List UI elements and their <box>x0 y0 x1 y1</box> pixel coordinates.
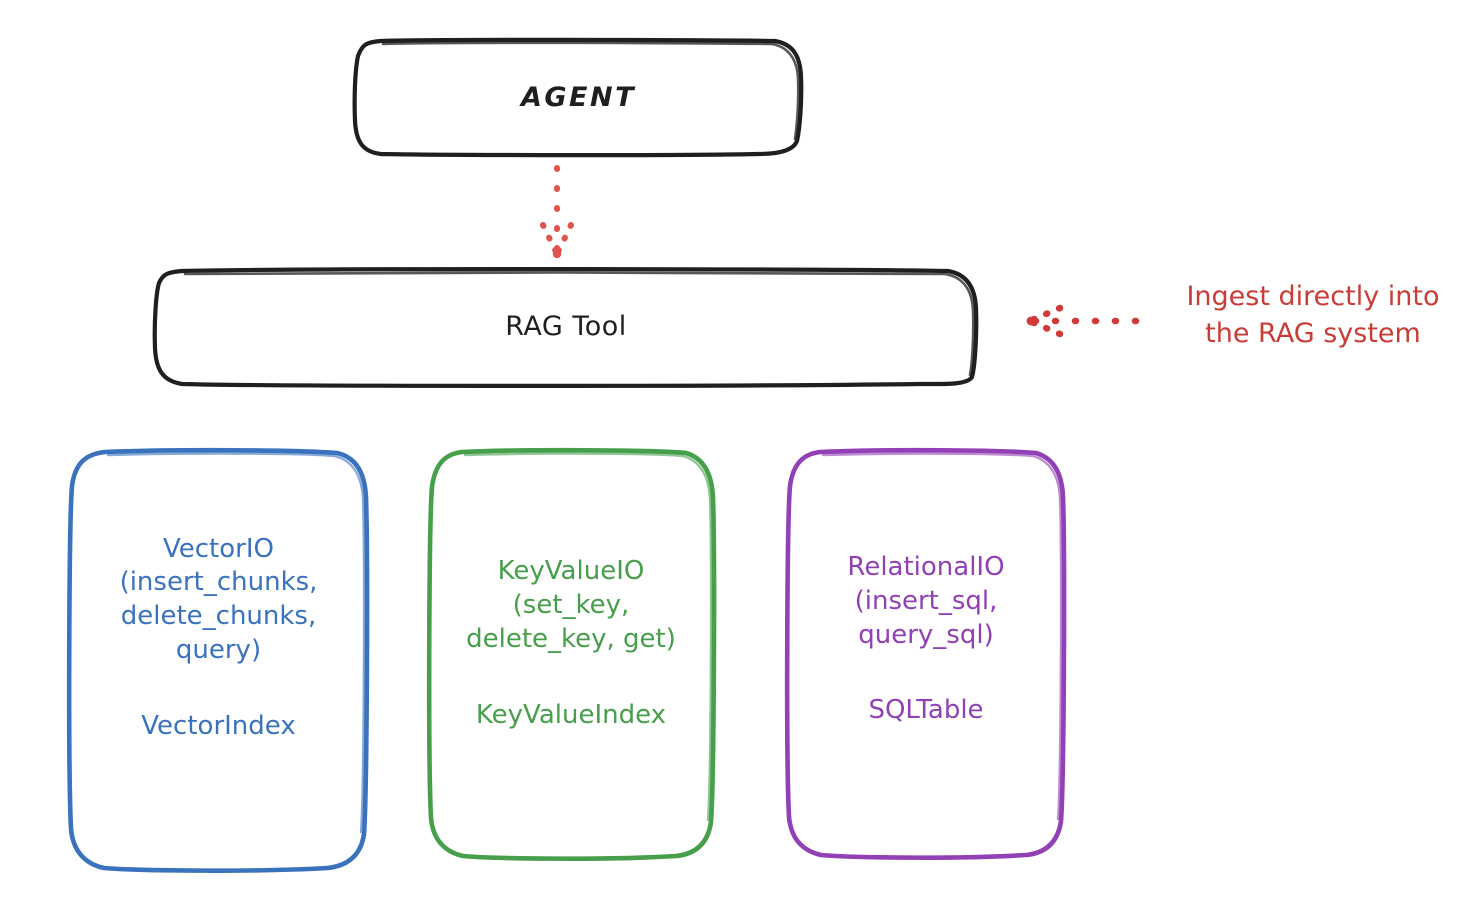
vector-io-inner: VectorIO (insert_chunks, delete_chunks, … <box>120 533 318 744</box>
agent-box-outline <box>352 37 804 158</box>
key-value-io-box-outline <box>426 447 717 861</box>
relational-io-node[interactable]: RelationalIO (insert_sql, query_sql) SQL… <box>788 450 1064 857</box>
key-value-io-sublabel: KeyValueIndex <box>475 699 667 730</box>
vector-io-label: VectorIO (insert_chunks, delete_chunks, … <box>119 533 318 665</box>
key-value-io-node[interactable]: KeyValueIO (set_key, delete_key, get) Ke… <box>429 450 713 858</box>
rag-tool-box-outline <box>152 267 979 388</box>
vector-io-box-outline <box>66 447 370 873</box>
agent-to-rag-tool-connector <box>540 165 574 259</box>
agent-label: AGENT <box>520 81 636 113</box>
ingest-annotation-label: Ingest directly into the RAG system <box>1186 281 1440 350</box>
vector-io-sublabel: VectorIndex <box>141 710 296 741</box>
relational-io-label: RelationalIO (insert_sql, query_sql) <box>847 551 1005 650</box>
key-value-io-label: KeyValueIO (set_key, delete_key, get) <box>466 556 676 654</box>
agent-node[interactable]: AGENT <box>355 40 802 155</box>
relational-io-inner: RelationalIO (insert_sql, query_sql) SQL… <box>847 551 1004 728</box>
rag-tool-node[interactable]: RAG Tool <box>155 270 977 384</box>
vector-io-node[interactable]: VectorIO (insert_chunks, delete_chunks, … <box>70 450 367 870</box>
ingest-to-rag-tool-connector <box>1026 304 1140 338</box>
key-value-io-inner: KeyValueIO (set_key, delete_key, get) Ke… <box>466 555 676 732</box>
relational-io-sublabel: SQLTable <box>868 695 984 726</box>
rag-tool-label: RAG Tool <box>505 311 627 343</box>
relational-io-box-outline <box>784 447 1067 860</box>
